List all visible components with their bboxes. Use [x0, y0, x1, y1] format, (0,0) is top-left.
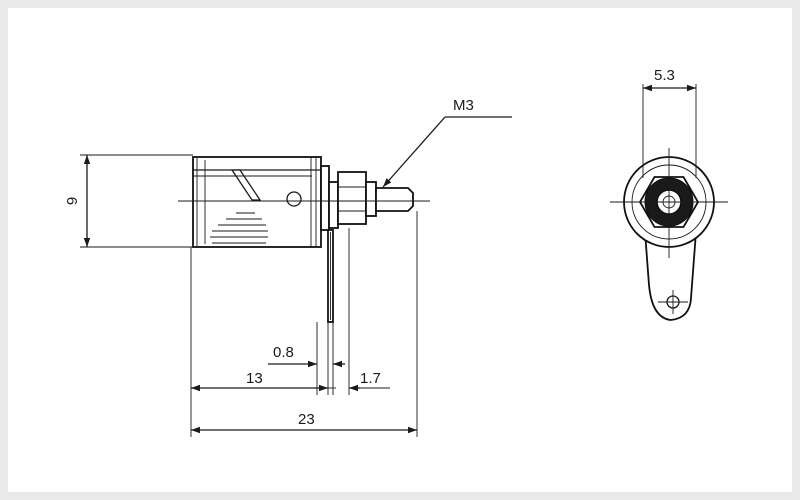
lead-spacing-dimension: 1.7 — [328, 370, 390, 392]
lead-thickness-label: 0.8 — [273, 344, 294, 361]
height-dimension: 9 — [64, 154, 193, 248]
technical-drawing: M3 9 0.8 13 1 — [64, 67, 728, 437]
threaded-stud — [375, 187, 414, 212]
side-view: M3 9 0.8 13 1 — [64, 97, 512, 437]
mounting-flange — [320, 165, 339, 231]
thread-callout: M3 — [382, 97, 512, 188]
height-label: 9 — [64, 197, 81, 205]
body-to-lead-dimension: 13 — [191, 370, 328, 392]
lead-spacing-label: 1.7 — [360, 370, 381, 387]
hex-nut — [337, 171, 377, 225]
overall-length-dimension: 23 — [191, 411, 417, 434]
lead-thickness-dimension: 0.8 — [268, 344, 345, 368]
thread-label: M3 — [453, 97, 474, 114]
front-width-label: 5.3 — [654, 67, 675, 84]
front-view: 5.3 — [610, 67, 728, 321]
solder-lead — [327, 229, 334, 323]
terminal-body — [192, 156, 322, 248]
drawing-frame: M3 9 0.8 13 1 — [8, 8, 792, 492]
front-width-dimension: 5.3 — [642, 67, 697, 178]
body-to-lead-label: 13 — [246, 370, 263, 387]
overall-length-label: 23 — [298, 411, 315, 428]
